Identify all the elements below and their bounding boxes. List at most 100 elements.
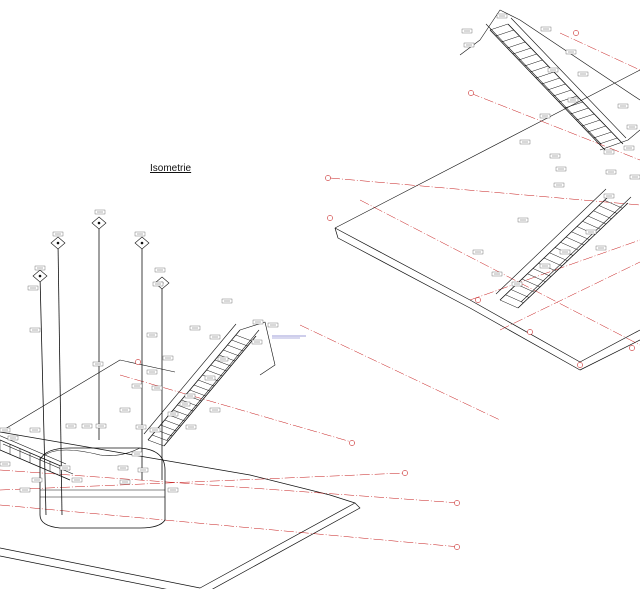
- stair-stringer: [147, 329, 241, 441]
- label-tag: [472, 249, 484, 255]
- label-tag: [92, 361, 104, 367]
- stair-tread: [571, 231, 590, 240]
- label-tag: [209, 407, 221, 413]
- label-tag: [137, 467, 149, 473]
- label-tag: [217, 356, 229, 362]
- label-tag: [204, 375, 216, 381]
- label-tag: [167, 487, 179, 493]
- stair-tread: [593, 210, 612, 219]
- gridline-left: [0, 469, 461, 504]
- label-tag: [94, 209, 106, 215]
- left-landing-top: [44, 447, 141, 456]
- label-tag: [603, 149, 615, 155]
- left-floor-slab: [0, 431, 356, 589]
- label-tag: [27, 285, 39, 291]
- grid-bubble: [325, 175, 331, 181]
- stair-handrail: [166, 329, 260, 441]
- stair-tread: [214, 359, 231, 367]
- grid-bubble: [475, 297, 481, 303]
- stair-tread: [530, 65, 549, 73]
- stair-handrail: [485, 23, 602, 145]
- label-tag: [71, 477, 83, 483]
- label-tag: [179, 401, 191, 407]
- label-tag: [252, 319, 264, 325]
- label-tag: [626, 124, 638, 130]
- stair-tread: [604, 200, 623, 209]
- stair-tread: [510, 289, 530, 298]
- label-tag: [7, 435, 19, 441]
- label-tag: [559, 249, 571, 255]
- stair-tread: [512, 47, 532, 55]
- survey-marker-center: [56, 241, 60, 245]
- label-tag: [34, 265, 46, 271]
- stair-tread: [235, 334, 252, 342]
- label-tag: [565, 49, 577, 55]
- label-tag: [95, 423, 107, 429]
- grid-bubble: [573, 30, 579, 36]
- label-tag: [59, 465, 71, 471]
- label-tag: [539, 113, 551, 119]
- label-tag: [567, 97, 579, 103]
- stair-tread: [489, 23, 509, 31]
- stair-tread: [505, 294, 524, 303]
- gridline-right: [469, 92, 640, 161]
- stair-tread: [543, 257, 563, 267]
- stair-tread: [565, 236, 585, 246]
- label-tag: [189, 325, 201, 331]
- right-slab-back-edge: [334, 69, 640, 229]
- label-tag: [549, 153, 561, 159]
- label-tag: [585, 229, 597, 235]
- label-tag: [519, 139, 531, 145]
- label-tag: [463, 42, 475, 48]
- grid-bubble: [454, 544, 460, 550]
- drawing-title: Isometrie: [150, 163, 192, 174]
- left-upper-slab-edge: [0, 359, 176, 433]
- stair-tread: [152, 434, 169, 442]
- label-tag: [540, 26, 552, 32]
- stair-tread: [532, 268, 552, 277]
- label-tag: [595, 245, 607, 251]
- label-tag: [117, 465, 129, 471]
- stair-tread: [527, 273, 546, 282]
- left-landing-front: [39, 447, 166, 529]
- stair-tread: [231, 339, 248, 347]
- stair-handrail: [143, 323, 237, 435]
- gridline-right: [329, 177, 640, 206]
- label-tag: [154, 267, 166, 273]
- stair-tread: [547, 83, 566, 91]
- stair-tread: [164, 419, 181, 427]
- label-tag: [629, 174, 640, 180]
- label-tag: [267, 322, 279, 328]
- gridlines-layer: [0, 30, 640, 550]
- label-tag: [146, 369, 158, 375]
- label-tag: [555, 166, 567, 172]
- stair-tread: [598, 205, 618, 214]
- label-tag: [577, 71, 589, 77]
- grid-bubble: [527, 329, 533, 335]
- label-tag: [623, 145, 635, 151]
- label-tag: [209, 334, 221, 340]
- label-tag: [152, 281, 164, 287]
- stair-tread: [560, 242, 579, 251]
- stair-tread: [593, 131, 612, 139]
- left-floor-slab-edge: [0, 502, 361, 589]
- annotation-note: [272, 335, 306, 339]
- label-tag: [29, 327, 41, 333]
- tags-layer: [0, 13, 640, 493]
- label-tag: [0, 427, 11, 433]
- stair-tread: [564, 101, 583, 109]
- grid-bubble: [577, 362, 583, 368]
- label-tag: [146, 332, 158, 338]
- survey-marker-center: [97, 221, 101, 225]
- label-tag: [52, 231, 64, 237]
- stair-tread: [582, 221, 601, 230]
- label-tag: [461, 28, 473, 34]
- stair-tread: [553, 89, 572, 97]
- label-tag: [162, 355, 174, 361]
- survey-marker-center: [38, 274, 42, 278]
- grid-bubble: [349, 440, 355, 446]
- stair-tread: [499, 299, 519, 309]
- vertical-post: [39, 275, 47, 516]
- label-tag: [134, 231, 146, 237]
- label-tag: [151, 385, 163, 391]
